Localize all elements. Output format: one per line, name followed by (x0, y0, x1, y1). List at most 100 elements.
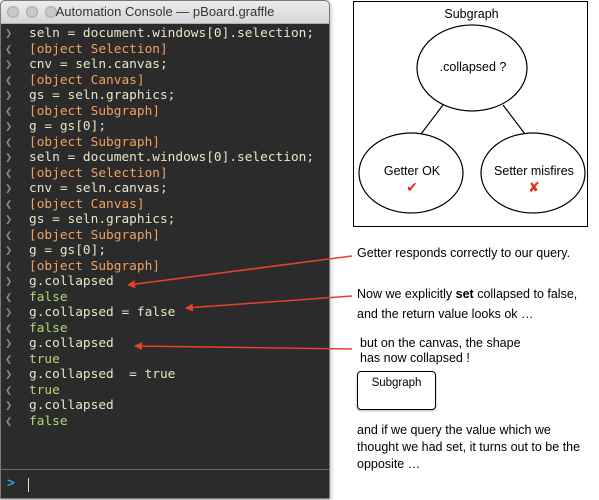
console-line: ❯ seln = document.windows[0].selection; (1, 150, 329, 166)
getter-ok-node (358, 132, 464, 214)
collapsed-question-node (416, 24, 528, 112)
minimize-button[interactable] (26, 6, 38, 18)
getter-note: Getter responds correctly to our query. (357, 246, 571, 260)
diagram-svg (358, 24, 586, 214)
console-output-text: false (29, 320, 68, 336)
input-chevron-icon: ❯ (5, 243, 13, 257)
console-input-text: gs = seln.graphics; (29, 212, 176, 227)
input-chevron-icon: ❯ (5, 398, 13, 412)
console-line: ❮[object Canvas] (1, 73, 329, 89)
console-line: ❯ cnv = seln.canvas; (1, 57, 329, 73)
console-input-text: g.collapsed = true (29, 367, 176, 382)
console-line: ❮[object Canvas] (1, 197, 329, 213)
console-line: ❯cnv = seln.canvas; (1, 181, 329, 197)
console-input-text: g.collapsed = false (29, 305, 176, 320)
small-box-label: Subgraph (371, 377, 422, 389)
console-line: ❮ [object Selection] (1, 42, 329, 58)
console-input-bar[interactable]: > (1, 469, 329, 498)
console-line: ❮ [object Subgraph] (1, 259, 329, 275)
zoom-button[interactable] (45, 6, 57, 18)
canvas-note-line1: but on the canvas, the shape (360, 336, 521, 350)
console-input-text: gs = seln.graphics; (29, 88, 176, 103)
output-chevron-icon: ❮ (5, 134, 13, 149)
console-input-text: g = gs[0]; (29, 119, 107, 134)
cross-icon: ✘ (528, 179, 540, 195)
automation-console-window: Automation Console — pBoard.graffle ❯ sel… (0, 0, 330, 499)
console-input-text: cnv = seln.canvas; (29, 181, 168, 196)
console-input-text: g.collapsed (29, 398, 114, 413)
console-input-text: seln = document.windows[0].selection; (29, 150, 315, 165)
console-output-text: [object Subgraph] (29, 103, 160, 119)
console-output: ❯seln = document.windows[0].selection;❮[… (1, 26, 329, 429)
console-input-text: cnv = seln.canvas; (29, 57, 168, 72)
setter-misfires-node (480, 132, 586, 214)
console-line: ❯ g.collapsed = true (1, 367, 329, 383)
input-chevron-icon: ❯ (5, 367, 13, 381)
console-line: ❮ [object Subgraph] (1, 104, 329, 120)
input-chevron-icon: ❯ (5, 274, 13, 288)
query-note-line3: opposite … (357, 457, 421, 471)
explicit-note-pre: Now we explicitly (357, 287, 456, 301)
check-icon: ✔ (406, 179, 418, 195)
canvas-note-line2: has now collapsed ! (360, 351, 470, 365)
console-output-text: [object Selection] (29, 165, 168, 181)
console-input-text: seln = document.windows[0].selection; (29, 26, 315, 41)
console-line: ❮[object Selection] (1, 166, 329, 182)
console-output-text: true (29, 382, 60, 398)
close-button[interactable] (7, 6, 19, 18)
console-line: ❮ true (1, 352, 329, 368)
console-output-text: [object Subgraph] (29, 227, 160, 243)
explicit-note-bold: set (455, 287, 474, 301)
diagram-title: Subgraph (444, 7, 499, 21)
edge-left (420, 104, 444, 135)
console-output-text: [object Subgraph] (29, 258, 160, 274)
output-chevron-icon: ❮ (5, 413, 13, 428)
output-chevron-icon: ❮ (5, 72, 13, 87)
console-line: ❯ gs = seln.graphics; (1, 212, 329, 228)
console-line: ❮[object Subgraph] (1, 228, 329, 244)
output-chevron-icon: ❮ (5, 258, 13, 273)
console-line: ❯ g = gs[0]; (1, 243, 329, 259)
console-line: ❯ seln = document.windows[0].selection; (1, 26, 329, 42)
query-note-line1: and if we query the value which we (357, 423, 551, 437)
console-input-text: g = gs[0]; (29, 243, 107, 258)
input-chevron-icon: ❯ (5, 57, 13, 71)
window-title: Automation Console — pBoard.graffle (55, 4, 275, 19)
console-line: ❮false (1, 290, 329, 306)
console-line: ❯ g = gs[0]; (1, 119, 329, 135)
console-output-text: [object Selection] (29, 41, 168, 57)
output-chevron-icon: ❮ (5, 41, 13, 56)
input-chevron-icon: ❯ (5, 212, 13, 226)
top-node-label: .collapsed ? (439, 60, 507, 74)
right-node-label: Setter misfires (494, 164, 574, 178)
input-chevron-icon: ❯ (5, 305, 13, 319)
input-chevron-icon: ❯ (5, 119, 13, 133)
console-output-text: [object Subgraph] (29, 134, 160, 150)
prompt-chevron-icon: > (7, 475, 15, 490)
console-line: ❯g.collapsed (1, 274, 329, 290)
output-chevron-icon: ❮ (5, 351, 13, 366)
output-chevron-icon: ❮ (5, 382, 13, 397)
output-chevron-icon: ❮ (5, 103, 13, 118)
console-line: ❯ g.collapsed (1, 336, 329, 352)
edge-right (502, 104, 526, 135)
title-bar[interactable]: Automation Console — pBoard.graffle (1, 1, 329, 24)
input-chevron-icon: ❯ (5, 336, 13, 350)
console-line: ❯ g.collapsed = false (1, 305, 329, 321)
input-chevron-icon: ❯ (5, 26, 13, 40)
text-cursor (28, 478, 29, 492)
left-node-label: Getter OK (383, 164, 441, 178)
console-line: ❯gs = seln.graphics; (1, 88, 329, 104)
input-chevron-icon: ❯ (5, 150, 13, 164)
query-note-line2: thought we had set, it turns out to be t… (357, 440, 581, 454)
console-line: ❮ true (1, 383, 329, 399)
console-line: ❮ [object Subgraph] (1, 135, 329, 151)
explicit-note-post: collapsed to false, (473, 287, 578, 301)
console-output-text: true (29, 351, 60, 367)
console-line: ❮ false (1, 414, 329, 430)
console-output-text: false (29, 413, 68, 429)
console-input-text: g.collapsed (29, 336, 114, 351)
output-chevron-icon: ❮ (5, 196, 13, 211)
subgraph-diagram: Subgraph .collapsed ? Getter OK ✔ Setter… (353, 1, 588, 227)
console-line: ❯ g.collapsed (1, 398, 329, 414)
